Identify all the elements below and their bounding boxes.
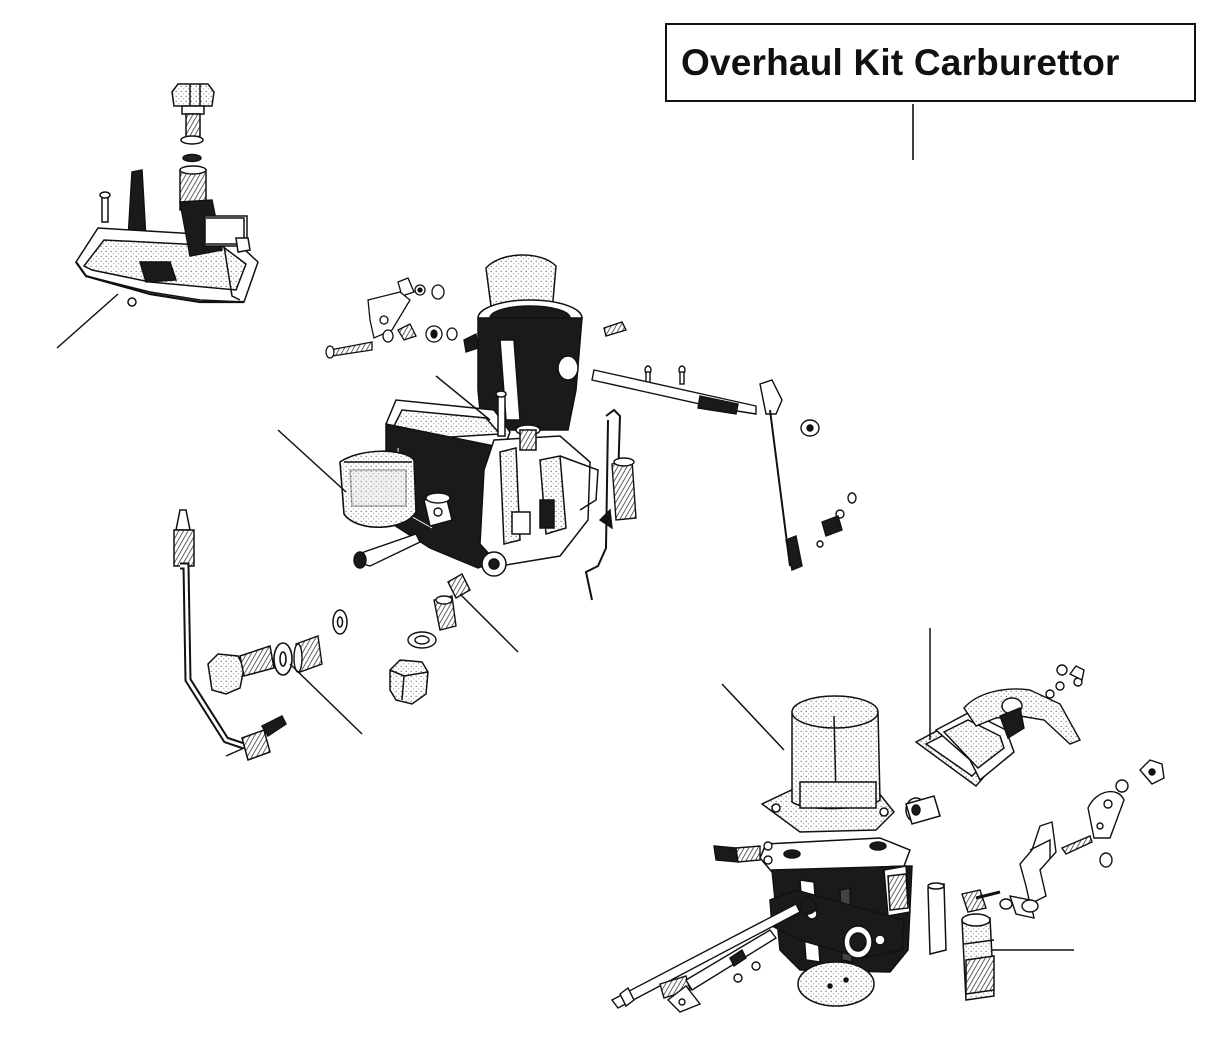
leader-line: [277, 429, 347, 493]
jet-plug: [389, 659, 429, 705]
fuel-feed-pipe: [173, 509, 287, 761]
throttle-rod: [610, 897, 817, 1013]
main-jet-carrier: [407, 573, 471, 649]
leader-line: [435, 375, 491, 421]
needle-valve: [353, 492, 453, 569]
washer: [332, 609, 348, 635]
accelerator-pump: [927, 882, 995, 1001]
leader-line: [289, 663, 363, 735]
throttle-lever-parts: [961, 759, 1165, 919]
flange-gasket: [914, 711, 1015, 788]
leader-line: [459, 593, 519, 653]
leader-line: [56, 293, 119, 349]
leader-line: [721, 683, 785, 751]
carburettor-body: [385, 254, 599, 577]
float-chamber-cover-assembly: [75, 83, 259, 307]
choke-linkage: [325, 277, 479, 359]
fuel-inlet-union-bolt: [207, 645, 275, 695]
sealing-washer: [273, 642, 293, 676]
idle-adjust-screws: [713, 841, 773, 865]
throttle-linkage: [584, 321, 857, 601]
title-box: Overhaul Kit Carburettor: [665, 23, 1196, 102]
lower-carburettor-body: [759, 695, 941, 1007]
diagram-title: Overhaul Kit Carburettor: [681, 41, 1120, 83]
float: [339, 450, 417, 529]
fuel-filter-gauze: [293, 635, 323, 673]
choke-cover-and-lever: [963, 664, 1085, 745]
